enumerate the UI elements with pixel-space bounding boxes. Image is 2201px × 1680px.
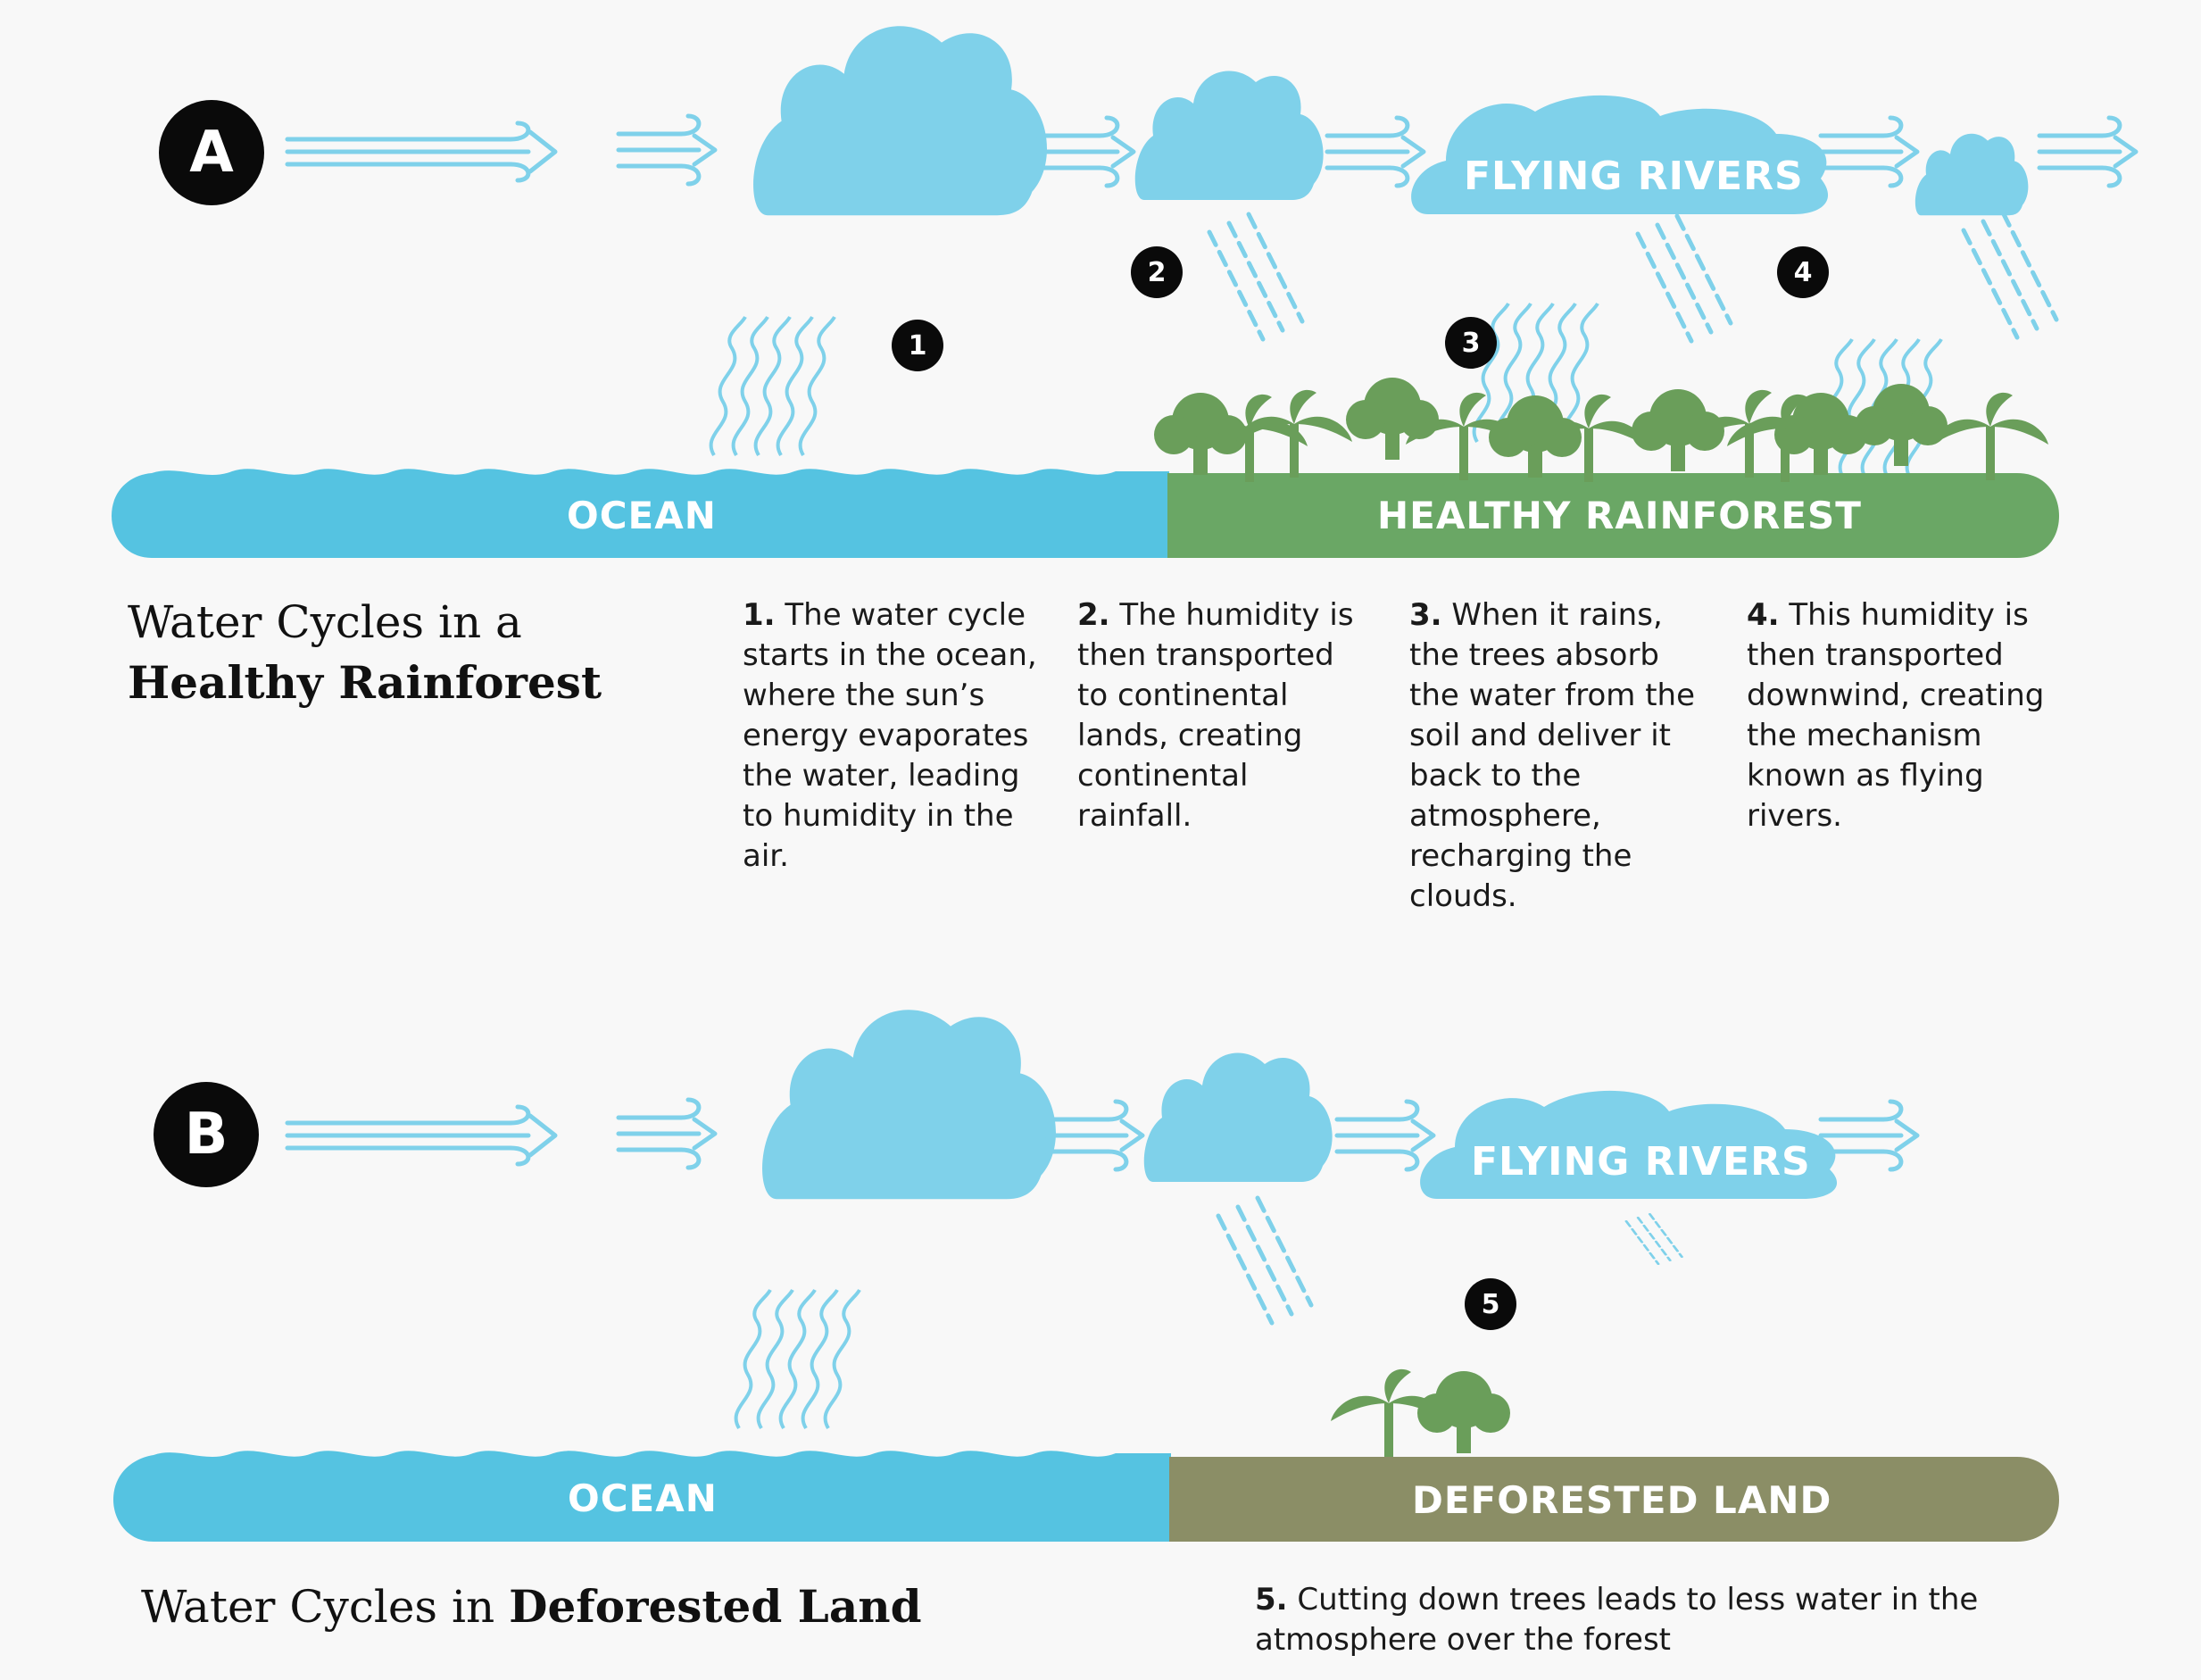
flying-rivers-label-a: FLYING RIVERS: [1464, 154, 1804, 199]
step-marker-3: 3: [1445, 317, 1497, 369]
step-1-number: 1.: [743, 597, 776, 633]
section-a-sky: [287, 26, 2136, 479]
deforested-band: [1169, 1457, 2059, 1542]
step-4-number: 4.: [1747, 597, 1780, 633]
rainforest-label: HEALTHY RAINFOREST: [1377, 494, 1862, 537]
step-3-text: 3. When it rains, the trees absorb the w…: [1409, 595, 1704, 917]
rainforest-band: [1167, 473, 2059, 558]
section-a-heading: Water Cycles in a Healthy Rainforest: [128, 592, 602, 713]
step-5-text: 5. Cutting down trees leads to less wate…: [1255, 1580, 2005, 1660]
section-b-heading-bold: Deforested Land: [509, 1580, 922, 1633]
step-marker-2: 2: [1131, 246, 1183, 298]
flying-rivers-cloud-b: [1420, 1090, 1838, 1199]
section-b-sky: [287, 1010, 1917, 1430]
section-a-badge: A: [159, 100, 264, 205]
step-4-body: This humidity is then transported downwi…: [1747, 597, 2045, 834]
section-b-badge: B: [154, 1082, 259, 1187]
step-1-body: The water cycle starts in the ocean, whe…: [743, 597, 1037, 874]
flying-rivers-label-b: FLYING RIVERS: [1471, 1139, 1811, 1185]
ocean-band-a: [112, 469, 1169, 558]
step-2-text: 2. The humidity is then transported to c…: [1077, 595, 1372, 836]
ocean-label-a: OCEAN: [567, 494, 717, 537]
ocean-label-b: OCEAN: [568, 1476, 718, 1520]
step-marker-5: 5: [1465, 1278, 1516, 1330]
section-a-heading-line2: Healthy Rainforest: [128, 656, 602, 709]
step-1-text: 1. The water cycle starts in the ocean, …: [743, 595, 1051, 877]
section-b-heading: Water Cycles in Deforested Land: [141, 1576, 922, 1637]
section-a-heading-line1: Water Cycles in a: [128, 596, 522, 648]
step-3-number: 3.: [1409, 597, 1442, 633]
step-5-number: 5.: [1255, 1582, 1288, 1618]
step-2-body: The humidity is then transported to cont…: [1077, 597, 1354, 834]
remaining-trees: [1331, 1368, 1510, 1457]
step-marker-1: 1: [892, 320, 943, 371]
rainforest-trees: [1154, 378, 2048, 482]
ocean-band-b: [113, 1451, 1171, 1542]
step-2-number: 2.: [1077, 597, 1110, 633]
deforested-label: DEFORESTED LAND: [1412, 1478, 1832, 1522]
step-marker-4: 4: [1777, 246, 1829, 298]
step-5-body: Cutting down trees leads to less water i…: [1255, 1582, 1979, 1658]
step-3-body: When it rains, the trees absorb the wate…: [1409, 597, 1696, 914]
flying-rivers-cloud-a: [1411, 95, 1829, 214]
section-b-heading-light: Water Cycles in: [141, 1581, 495, 1633]
step-4-text: 4. This humidity is then transported dow…: [1747, 595, 2059, 836]
